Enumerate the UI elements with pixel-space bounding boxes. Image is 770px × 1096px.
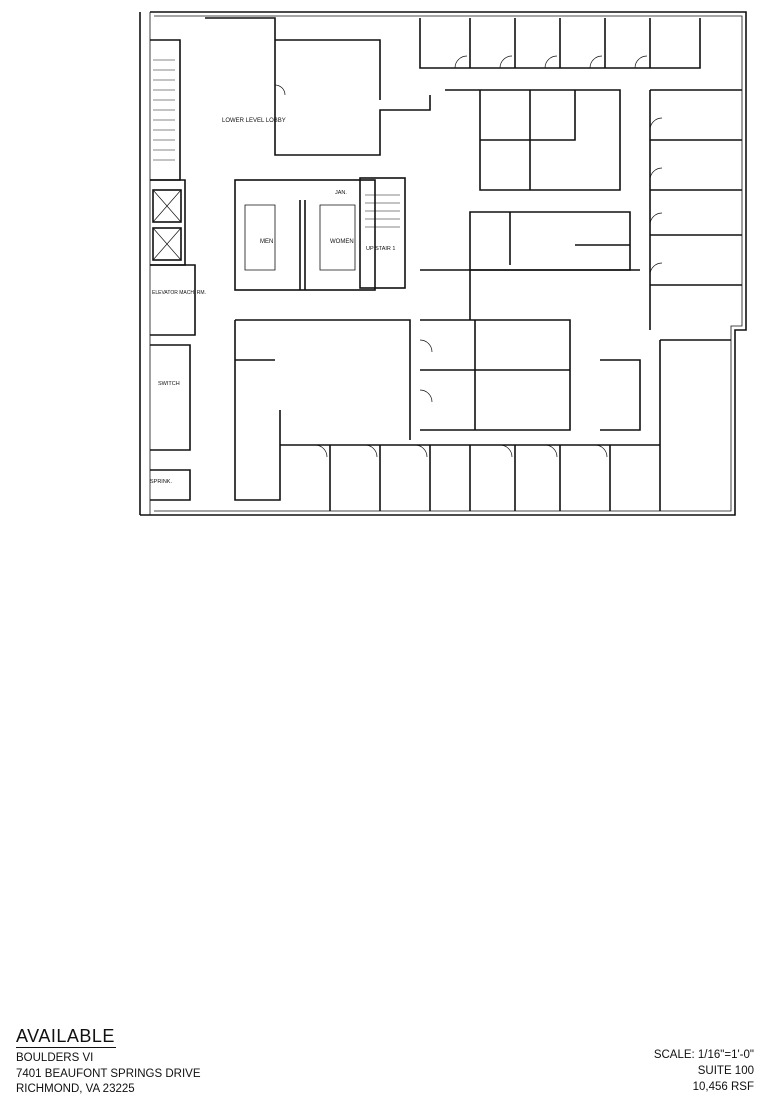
building-name: BOULDERS VI	[16, 1052, 94, 1064]
city-address: RICHMOND, VA 23225	[16, 1083, 135, 1095]
elevator-2	[152, 227, 182, 261]
street-address: 7401 BEAUFONT SPRINGS DRIVE	[16, 1068, 201, 1080]
scale-label: SCALE: 1/16"=1'-0"	[653, 1049, 754, 1061]
label-lobby: LOWER LEVEL LOBBY	[222, 118, 286, 124]
label-sprinkler: SPRINK.	[150, 479, 172, 485]
east-offices	[649, 89, 742, 330]
label-switch: SWITCH	[158, 381, 180, 387]
exterior-wall-inner	[154, 15, 743, 512]
label-elevator-machine: ELEVATOR MACH. RM.	[152, 290, 206, 296]
floor-plan: LOWER LEVEL LOBBY MEN WOMEN JAN. ELEVATO…	[139, 11, 747, 516]
elevator-1	[152, 189, 182, 223]
north-offices	[419, 18, 701, 69]
status-label: AVAILABLE	[16, 1026, 115, 1046]
suite-label: SUITE 100	[697, 1065, 754, 1077]
label-janitor: JAN.	[335, 190, 347, 196]
area-label: 10,456 RSF	[692, 1081, 754, 1093]
door-swing	[454, 55, 648, 69]
south-offices	[280, 444, 661, 511]
label-mens: MEN	[260, 239, 273, 245]
stair-1	[359, 177, 406, 289]
status-underline	[16, 1047, 116, 1048]
label-stair-1: UP STAIR 1	[366, 246, 395, 252]
label-womens: WOMEN	[330, 239, 354, 245]
exterior-wall	[140, 11, 747, 516]
lobby-walls	[205, 17, 431, 156]
stair-west	[153, 59, 175, 161]
title-block: AVAILABLE BOULDERS VI 7401 BEAUFONT SPRI…	[0, 512, 770, 1095]
